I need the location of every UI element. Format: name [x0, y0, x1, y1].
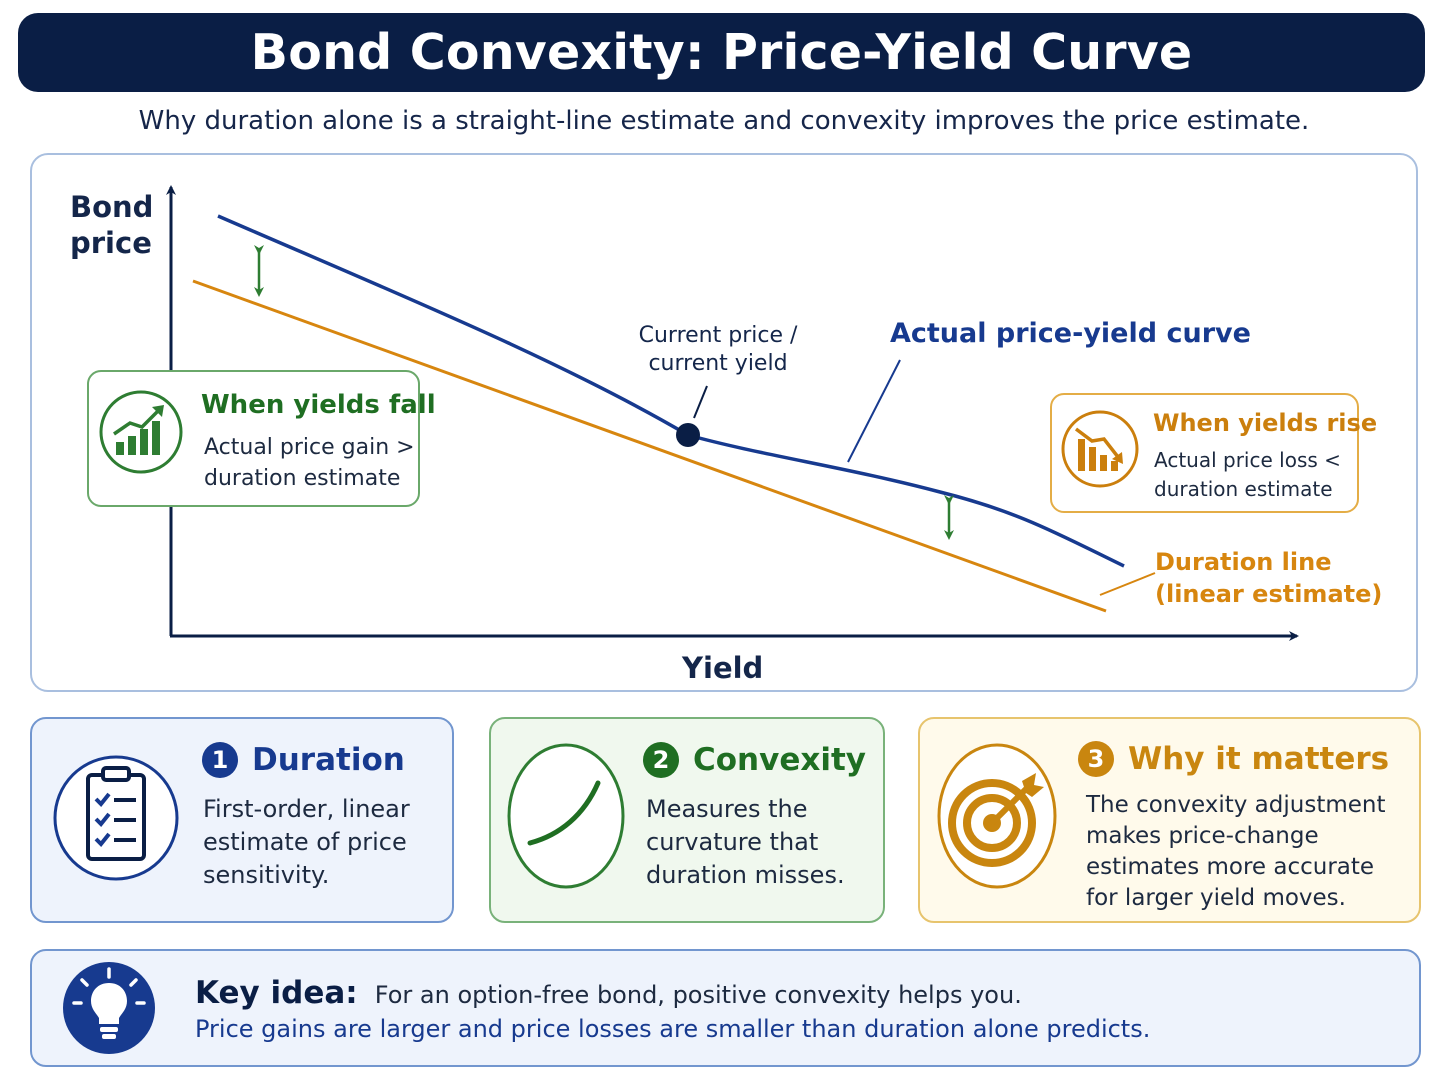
key-idea-body: For an option-free bond, positive convex…: [374, 981, 1022, 1009]
current-point-leader: [693, 385, 708, 419]
duration-card-text: First-order, linear estimate of price se…: [203, 795, 410, 889]
duration-line: [192, 279, 1107, 613]
lightbulb-icon: [62, 961, 156, 1059]
y-axis-label: Bond price: [70, 189, 153, 261]
duration-line-label: Duration line (linear estimate): [1155, 546, 1382, 610]
yields-rise-text-line2: duration estimate: [1154, 477, 1333, 501]
duration-card: 1 Duration First-order, linear estimate …: [30, 717, 454, 923]
chart-down-icon: [1060, 409, 1140, 493]
yields-rise-text: Actual price loss < duration estimate: [1154, 446, 1341, 504]
key-idea-panel: Key idea: For an option-free bond, posit…: [30, 949, 1421, 1067]
y-axis-label-line1: Bond: [70, 190, 154, 224]
convexity-card-title: Convexity: [693, 742, 866, 778]
current-point-label-line1: Current price /: [638, 323, 798, 348]
current-price-point: [676, 423, 700, 447]
why-it-matters-card-text: The convexity adjustment makes price-cha…: [1086, 792, 1386, 911]
convexity-number-badge: 2: [643, 742, 679, 778]
duration-line-label-line2: (linear estimate): [1155, 580, 1383, 608]
title-banner: Bond Convexity: Price-Yield Curve: [18, 13, 1425, 92]
why-it-matters-number-badge: 3: [1078, 741, 1114, 777]
yields-fall-callout: When yields fall Actual price gain > dur…: [87, 370, 436, 507]
key-idea-heading: Key idea:: [195, 975, 358, 1011]
page-title: Bond Convexity: Price-Yield Curve: [250, 24, 1193, 81]
duration-card-header: 1 Duration: [202, 742, 405, 778]
convexity-card-header: 2 Convexity: [643, 742, 866, 778]
page-subtitle: Why duration alone is a straight-line es…: [138, 106, 1310, 136]
current-point-label: Current price / current yield: [626, 322, 810, 378]
duration-line-leader: [1099, 572, 1156, 596]
y-axis-label-line2: price: [70, 226, 152, 260]
current-point-label-line2: current yield: [648, 351, 788, 376]
curve-icon: [506, 741, 626, 895]
yields-fall-text-line1: Actual price gain >: [204, 435, 415, 460]
why-it-matters-card-header: 3 Why it matters: [1078, 741, 1389, 777]
yields-rise-callout: When yields rise Actual price loss < dur…: [1050, 393, 1377, 513]
why-it-matters-card: 3 Why it matters The convexity adjustmen…: [918, 717, 1421, 923]
actual-curve-leader: [847, 359, 901, 463]
convexity-card-text: Measures the curvature that duration mis…: [646, 795, 845, 889]
target-icon: [936, 741, 1058, 895]
key-idea-line1: Key idea: For an option-free bond, posit…: [195, 975, 1022, 1011]
chart-up-icon: [98, 389, 184, 479]
yields-rise-text-line1: Actual price loss <: [1154, 448, 1341, 472]
x-axis-label: Yield: [682, 651, 764, 685]
why-it-matters-card-title: Why it matters: [1128, 741, 1390, 777]
actual-curve-label: Actual price-yield curve: [890, 318, 1251, 349]
yields-fall-text-line2: duration estimate: [204, 466, 401, 491]
convexity-card: 2 Convexity Measures the curvature that …: [489, 717, 885, 923]
clipboard-checklist-icon: [52, 743, 180, 897]
yields-rise-title: When yields rise: [1153, 409, 1378, 437]
actual-price-yield-curve: [217, 214, 1125, 568]
yields-fall-text: Actual price gain > duration estimate: [204, 432, 415, 494]
yields-fall-title: When yields fall: [201, 390, 436, 420]
duration-card-title: Duration: [252, 742, 405, 778]
duration-line-label-line1: Duration line: [1155, 548, 1332, 576]
duration-number-badge: 1: [202, 742, 238, 778]
key-idea-line2: Price gains are larger and price losses …: [195, 1015, 1151, 1043]
